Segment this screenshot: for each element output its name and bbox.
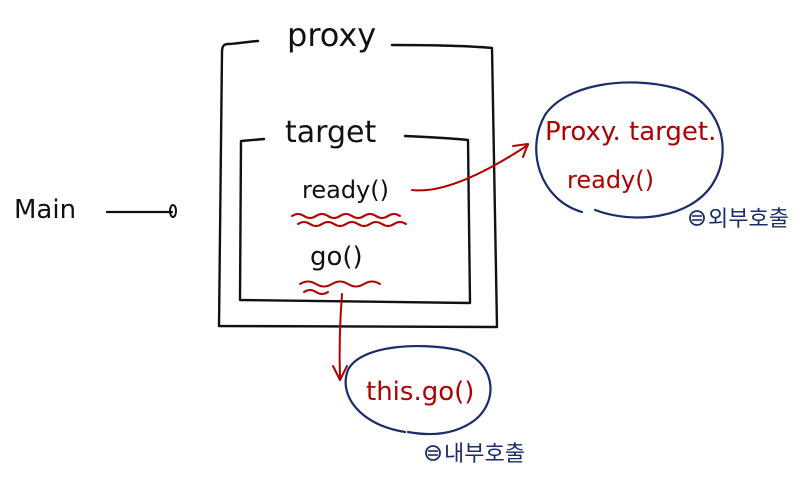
external-call-bubble	[535, 81, 724, 219]
main-arrow-head	[169, 204, 177, 218]
internal-call-caption: 내부호출	[444, 442, 525, 467]
proxy-box	[217, 39, 499, 329]
target-box	[238, 134, 472, 305]
external-call-arrowhead	[512, 143, 529, 158]
internal-callout-label: this.go()	[366, 377, 474, 407]
ready-underline	[291, 213, 407, 227]
proxy-label: proxy	[287, 16, 376, 54]
go-underline	[299, 280, 381, 295]
internal-call-arrowhead	[332, 365, 348, 381]
external-callout-line2: ready()	[567, 166, 654, 194]
external-call-caption: 외부호출	[708, 207, 789, 232]
internal-call-bubble	[344, 344, 492, 436]
external-call-arrow	[411, 144, 529, 192]
internal-call-bullet-icon	[425, 445, 441, 461]
main-label: Main	[14, 195, 76, 225]
go-method-label: go()	[310, 242, 363, 272]
target-label: target	[285, 115, 376, 150]
external-callout-line1: Proxy. target.	[545, 117, 716, 147]
external-call-bullet-icon	[689, 210, 705, 226]
internal-call-arrow	[338, 293, 343, 379]
ready-method-label: ready()	[302, 176, 389, 204]
